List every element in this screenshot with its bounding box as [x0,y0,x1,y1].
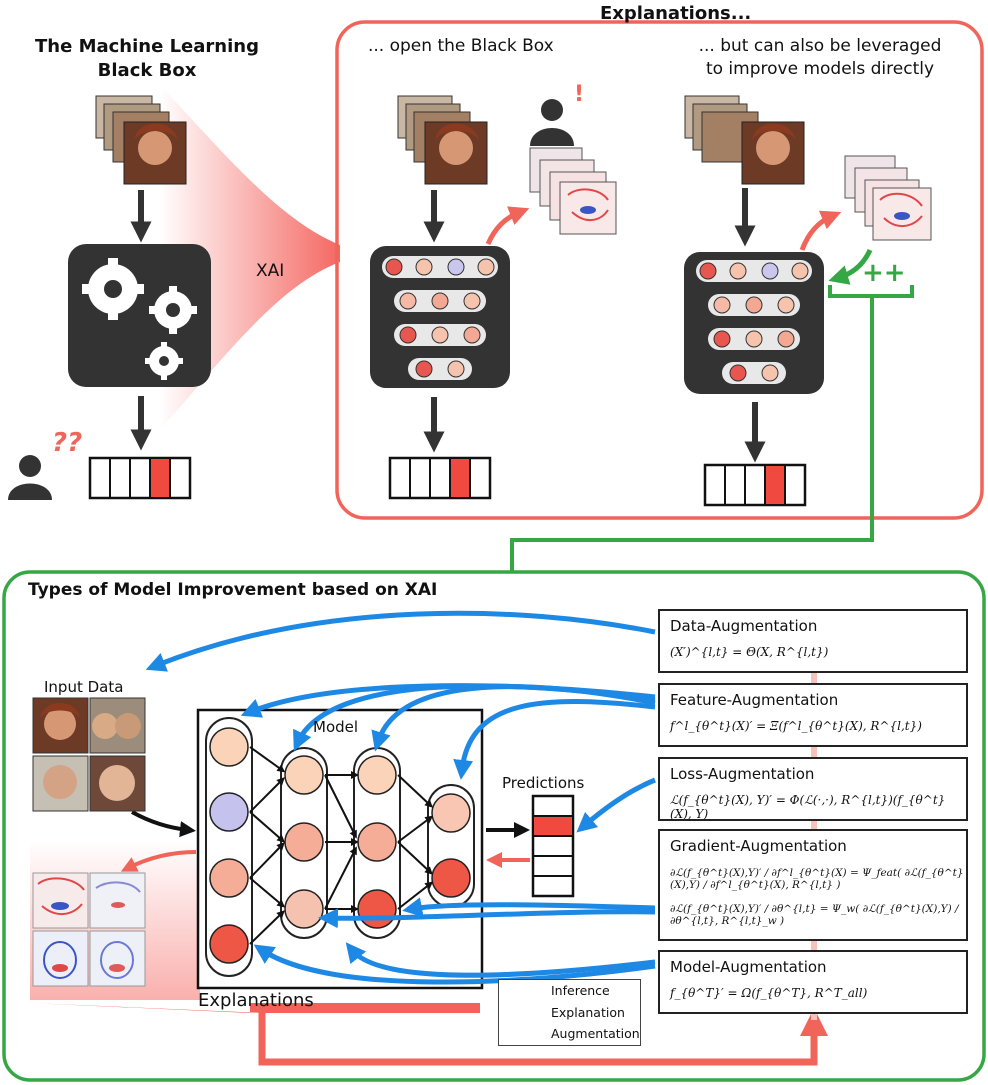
green-connector [510,298,874,572]
model-augmentation-box: Model-Augmentation f_{θ^T}′ = Ω(f_{θ^T},… [658,950,968,1014]
green-curve-arrow [828,248,873,285]
question-marks: ?? [52,428,83,458]
output-vector-middle [388,456,492,500]
output-vector-right [703,463,807,507]
network-right [684,252,824,394]
black-box-title-1: The Machine Learning [35,36,259,57]
heatmap-stack-right [844,155,932,241]
data-augmentation-title: Data-Augmentation [670,617,818,635]
model-augmentation-formula: f_{θ^T}′ = Ω(f_{θ^T}, R^T_all) [670,986,868,1000]
explanations-box [335,20,984,520]
loss-augmentation-formula: ℒ(f_{θ^t}(X), Y)′ = Φ(ℒ(·,·), R^{l,t})(f… [670,793,946,821]
improvement-title: Types of Model Improvement based on XAI [28,580,438,600]
feature-augmentation-formula: f^l_{θ^t}(X)′ = Ξ(f^l_{θ^t}(X), R^{l,t}) [670,719,922,733]
gradient-augmentation-formula-2: ∂ℒ(f_{θ^t}(X),Y)′ / ∂θ^{l,t} = Ψ_w( ∂ℒ(f… [670,903,959,927]
augmentation-arrows [145,610,656,985]
user-icon-middle [530,99,574,146]
improvement-box [2,570,986,1082]
gradient-augmentation-title: Gradient-Augmentation [670,837,847,855]
legend-augmentation: Augmentation [551,1026,640,1041]
leverage-label-1: ... but can also be leveraged [698,36,942,56]
confused-user-icon [8,455,52,500]
open-black-box-label: ... open the Black Box [368,36,554,56]
black-box-title-2: Black Box [97,60,197,81]
photo-stack-right [684,95,805,185]
feature-augmentation-box: Feature-Augmentation f^l_{θ^t}(X)′ = Ξ(f… [658,683,968,747]
loss-augmentation-title: Loss-Augmentation [670,765,815,783]
model-layers [205,717,475,977]
predictions-vector [531,794,575,898]
leverage-label-2: to improve models directly [705,59,935,79]
legend-explanation: Explanation [551,1005,625,1020]
inference-arrow-input [131,810,196,838]
input-data-label: Input Data [44,678,124,696]
gear-icon [82,258,197,380]
explanations-base [30,1003,480,1013]
explanation-heatmaps [32,872,146,987]
gradient-augmentation-box: Gradient-Augmentation ∂ℒ(f_{θ^t}(X),Y)′ … [658,829,968,941]
model-augmentation-title: Model-Augmentation [670,958,827,976]
explanations-label: Explanations [198,990,314,1011]
explanations-header: Explanations... [600,3,752,24]
loss-augmentation-box: Loss-Augmentation ℒ(f_{θ^t}(X), Y)′ = Φ(… [658,757,968,821]
plusplus-label: ++ [862,258,906,288]
data-augmentation-box: Data-Augmentation (X′)^{l,t} = Θ(X, R^{l… [658,609,968,673]
heatmap-stack-middle [529,147,617,235]
photo-stack-middle [397,95,488,185]
green-bracket [828,285,914,298]
predictions-label: Predictions [502,774,585,792]
legend: Inference Explanation Augmentation [498,979,641,1046]
explanation-arrow-right [799,210,842,251]
feature-augmentation-title: Feature-Augmentation [670,691,839,709]
output-vector-left [88,456,192,500]
input-photos [32,697,146,812]
model-label: Model [313,718,359,736]
legend-inference: Inference [551,983,610,998]
explanation-return-arrow [258,1008,828,1066]
photo-stack-left [95,95,187,185]
gradient-augmentation-formula-1: ∂ℒ(f_{θ^t}(X),Y)′ / ∂f^l_{θ^t}(X) = Ψ_fe… [670,867,964,891]
xai-label: XAI [256,261,285,281]
data-augmentation-formula: (X′)^{l,t} = Θ(X, R^{l,t}) [670,645,829,659]
explanation-arrow-heatmaps [120,850,197,872]
network-middle [370,246,510,388]
explanation-arrow-middle [485,206,530,246]
exclamation-mark: ! [574,82,585,107]
model-connections [249,746,434,945]
